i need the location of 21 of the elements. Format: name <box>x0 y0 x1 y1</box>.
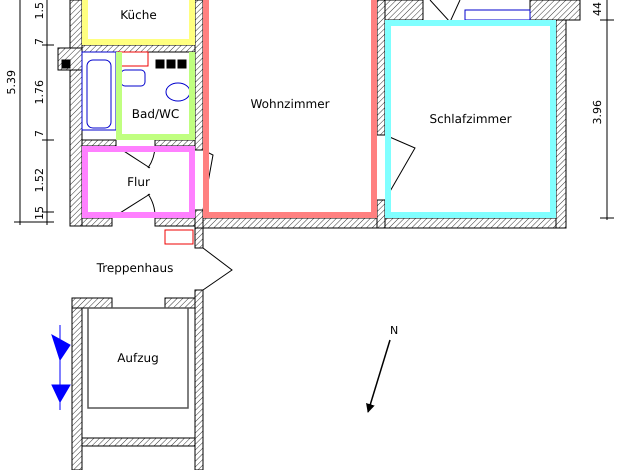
dimension-label: 3.96 <box>592 100 603 124</box>
room-label: Wohnzimmer <box>250 98 330 110</box>
room-area <box>385 20 556 218</box>
room-area <box>116 52 195 140</box>
room-label: Bad/WC <box>132 108 180 120</box>
dimension-label: 7 <box>34 130 45 137</box>
room-label: Treppenhaus <box>96 262 174 274</box>
room-area <box>203 0 377 218</box>
room-label: Aufzug <box>117 352 159 364</box>
dimension-label: 1.5 <box>34 2 45 20</box>
dimension-label: 5.39 <box>6 70 17 94</box>
room-label: Schlafzimmer <box>429 113 512 125</box>
room-label: Flur <box>127 176 150 188</box>
dimension-label: 7 <box>34 38 45 45</box>
dimension-label: 1.52 <box>34 168 45 192</box>
north-label: N <box>390 325 398 336</box>
room-label: Küche <box>120 9 157 21</box>
dimension-label: 15 <box>34 206 45 220</box>
dimension-label: 44 <box>592 2 603 16</box>
room-area <box>82 146 195 218</box>
dimension-label: 1.76 <box>34 80 45 104</box>
